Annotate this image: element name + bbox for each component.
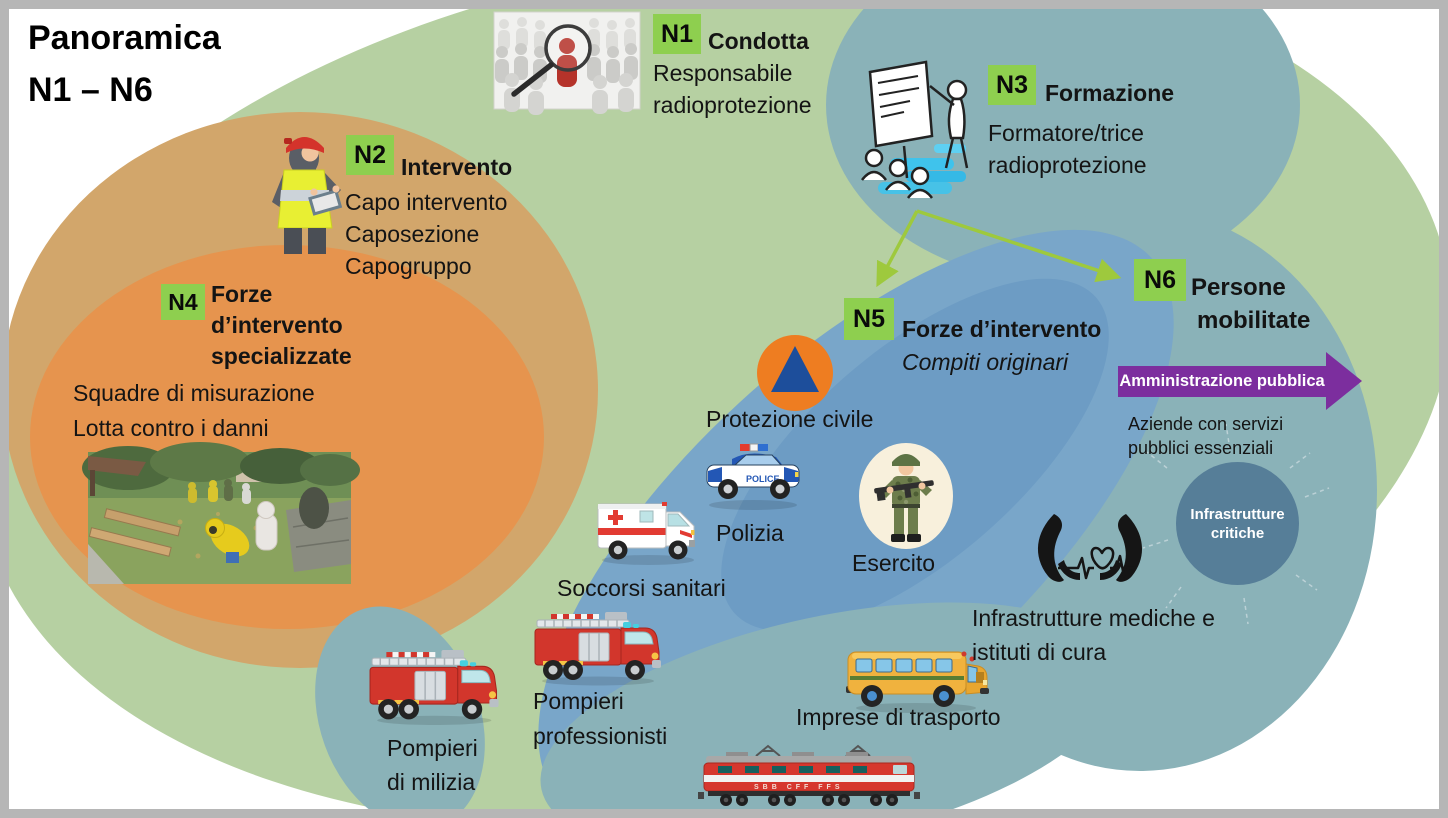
infrastrutture-critiche-circle: Infrastrutture critiche (1176, 462, 1299, 585)
n2-badge: N2 (346, 135, 394, 175)
pompieri-milizia-label: Pompieri di milizia (387, 735, 478, 795)
n5-subheading: Compiti originari (902, 349, 1069, 375)
soldier-icon (859, 443, 953, 549)
school-bus-icon (846, 651, 989, 713)
aziende-label: Aziende con servizi pubblici essenziali (1128, 414, 1284, 458)
ambulance-icon (597, 502, 695, 565)
police-car-icon: POLICE (706, 443, 800, 510)
n1-roles: Responsabile radioprotezione (653, 60, 812, 118)
esercito-label: Esercito (852, 550, 936, 576)
imprese-trasporto-label: Imprese di trasporto (796, 704, 1001, 730)
soccorsi-sanitari-label: Soccorsi sanitari (557, 575, 726, 601)
polizia-label: Polizia (716, 520, 784, 546)
n1-badge: N1 (653, 14, 701, 54)
amministrazione-pubblica-arrow: Amministrazione pubblica (1118, 366, 1326, 397)
page-title: Panoramica N1 – N6 (28, 19, 221, 109)
police-car-text: POLICE (746, 474, 780, 484)
n4-roles: Squadre di misurazione Lotta contro i da… (73, 380, 315, 441)
connector-arrows-n3 (876, 209, 1122, 288)
n4-badge: N4 (161, 284, 205, 320)
firefighter-officer-icon (272, 137, 343, 254)
n6-heading: Persone mobilitate (1191, 274, 1311, 334)
arrow-right-icon (1326, 352, 1362, 410)
caring-hands-heartbeat-icon (1037, 514, 1143, 582)
n2-roles: Capo intervento Caposezione Capogruppo (345, 189, 508, 279)
train-branding-text: SBB CFF FFS (754, 784, 844, 791)
n3-roles: Formatore/trice radioprotezione (988, 120, 1147, 178)
n5-badge: N5 (844, 298, 894, 340)
civil-protection-logo (757, 335, 833, 411)
ellipse-teal-formazione (826, 0, 1300, 283)
n5-heading: Forze d’intervento (902, 316, 1102, 342)
fire-truck-icon (534, 612, 661, 686)
trainer-flipchart-icon (861, 60, 969, 199)
protezione-civile-label: Protezione civile (706, 406, 874, 432)
n2-heading: Intervento (401, 154, 513, 180)
n3-badge: N3 (988, 65, 1036, 105)
n3-heading: Formazione (1045, 80, 1175, 106)
train-icon: SBB CFF FFS (698, 744, 920, 806)
infrastrutture-mediche-label: Infrastrutture mediche e istituti di cur… (972, 605, 1215, 665)
n4-heading: Forze d’intervento specializzate (211, 281, 352, 369)
n1-heading: Condotta (708, 28, 809, 54)
n6-badge: N6 (1134, 259, 1186, 301)
pompieri-professionisti-label: Pompieri professionisti (533, 688, 668, 749)
measurement-team-photo (82, 442, 360, 584)
fire-truck-icon (369, 650, 499, 725)
crowd-magnifier-image (493, 11, 641, 115)
